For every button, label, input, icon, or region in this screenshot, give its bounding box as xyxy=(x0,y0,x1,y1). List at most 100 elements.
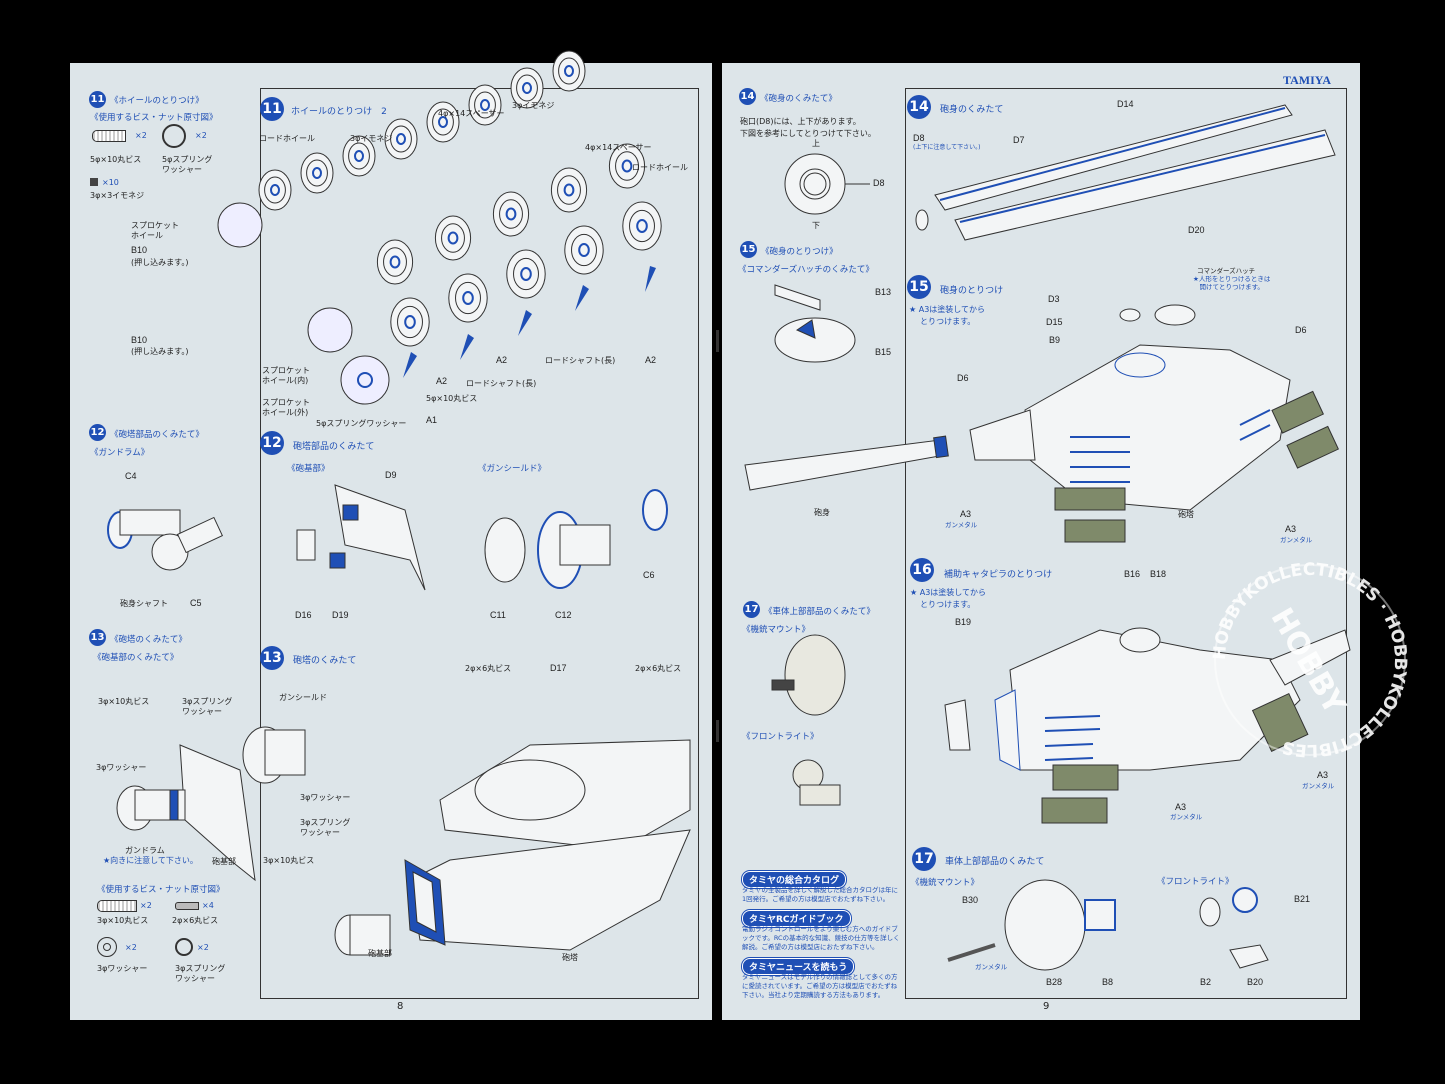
hardware-name: 3φスプリング ワッシャー xyxy=(175,964,226,983)
hardware-label: 3φスプリング ワッシャー xyxy=(182,697,233,716)
step-subtitle: 《砲基部》 xyxy=(287,464,330,474)
tamiya-news-heading: タミヤニュースを読もう xyxy=(742,958,855,975)
track-position-lines xyxy=(1070,409,1271,483)
callout: 砲基部 xyxy=(368,949,392,958)
gun-drum xyxy=(107,509,224,571)
hardware-name: 2φ×6丸ビス xyxy=(172,916,219,925)
road-wheel-diagram xyxy=(258,50,662,347)
track-position-lines xyxy=(1044,715,1101,761)
caution-note: ★向きに注意して下さい。 xyxy=(103,856,198,865)
step-title: 砲身のくみたて xyxy=(940,105,1004,115)
right-main-frame xyxy=(905,88,1347,999)
step-badge: 11 xyxy=(260,97,284,121)
callout: ロードホイール xyxy=(259,134,315,143)
qty: ×10 xyxy=(102,178,119,187)
callout: 3φワッシャー xyxy=(300,793,351,802)
part-label: B8 xyxy=(1102,977,1114,987)
part-label: D3 xyxy=(1048,294,1060,304)
road-wheel xyxy=(621,159,633,173)
part-label: A2 xyxy=(645,355,657,365)
washer-icon xyxy=(97,937,117,957)
callout: 3φスプリング ワッシャー xyxy=(300,818,351,837)
road-wheel xyxy=(636,219,648,233)
step-title: 《ホイールのとりつけ》 xyxy=(110,96,204,106)
gun-base-assembly xyxy=(116,726,306,882)
mg-mount-assembly xyxy=(947,879,1116,971)
screw-icon xyxy=(97,900,137,912)
part-label: 砲身シャフト xyxy=(120,599,168,608)
spring-washer-icon xyxy=(175,938,193,956)
qty: ×2 xyxy=(197,943,209,952)
qty: ×2 xyxy=(135,131,147,140)
road-wheel xyxy=(270,184,280,196)
callout: 4φ×14スペーサー xyxy=(585,143,652,152)
callout: スプロケット ホイール(外) xyxy=(262,398,310,417)
spare-track-links xyxy=(1054,390,1340,543)
step-badge: 17 xyxy=(912,847,936,871)
catalog-text: タミヤの全製品を詳しく解説した総合カタログは年に1回発行。ご希望の方は模型店でお… xyxy=(742,886,898,903)
step-title: ホイールのとりつけ 2 xyxy=(291,107,387,117)
callout: コマンダーズハッチ xyxy=(1197,267,1256,275)
road-wheel xyxy=(505,207,517,221)
step-badge: 15 xyxy=(907,275,931,299)
step-title: 砲塔部品のくみたて xyxy=(293,442,375,452)
gun-barrel xyxy=(915,104,1336,241)
step-badge: 14 xyxy=(739,88,756,105)
part-label: C12 xyxy=(555,610,572,620)
part-label: D8 xyxy=(913,133,925,143)
part-label: B21 xyxy=(1294,894,1311,904)
qty: ×4 xyxy=(202,901,214,910)
part-label: B28 xyxy=(1046,977,1063,987)
part-label: D6 xyxy=(1295,325,1307,335)
callout: 3φイモネジ xyxy=(350,134,393,143)
page-number: 8 xyxy=(397,1001,404,1012)
part-label: B30 xyxy=(962,895,979,905)
turret-assembly xyxy=(334,739,691,956)
step-subtitle: 《機銃マウント》 xyxy=(911,878,980,888)
sprocket-wheel xyxy=(217,202,390,405)
note: とりつけます。 xyxy=(920,600,976,609)
gun-base-plate xyxy=(296,484,426,591)
callout: 5φ×10丸ビス xyxy=(426,394,478,403)
road-wheel xyxy=(522,82,532,94)
orientation-top: 上 xyxy=(812,139,820,148)
paint-color: ガンメタル xyxy=(1280,536,1313,544)
part-label: D14 xyxy=(1117,99,1134,109)
front-light-assembly xyxy=(1199,887,1269,969)
part-label: D20 xyxy=(1188,225,1205,235)
step-subtitle: 《コマンダーズハッチのくみたて》 xyxy=(738,265,874,275)
instruction-text: 砲口(D8)には、上下があります。 xyxy=(740,117,861,126)
step-badge: 13 xyxy=(89,629,106,646)
step-badge: 13 xyxy=(260,646,284,670)
road-wheel xyxy=(312,167,322,179)
tamiya-news-text: タミヤニュースはモデル作りの情報誌として多くの方に愛読されています。ご希望の方は… xyxy=(742,973,898,999)
part-label: D7 xyxy=(1013,135,1025,145)
part-label: 砲基部 xyxy=(212,857,236,866)
part-label: A3 xyxy=(1175,802,1187,812)
fixing-marks xyxy=(403,266,656,378)
part-label: B10 xyxy=(131,245,148,255)
step-subtitle: 《機銃マウント》 xyxy=(742,625,811,635)
callout: ロードシャフト(長) xyxy=(466,379,537,388)
rc-guidebook-text: 電動ラジオコントロールをより楽しむ方へのガイドブックです。RCの基本的な知識、競… xyxy=(742,925,900,951)
callout: スプロケット ホイール xyxy=(131,221,179,240)
catalog-heading: タミヤの総合カタログ xyxy=(742,871,847,888)
road-wheel xyxy=(578,243,590,257)
callout: 砲塔 xyxy=(562,953,578,962)
part-label: A3 xyxy=(960,509,972,519)
caution-note: ★人形をとりつけるときは 開けてとりつけます。 xyxy=(1193,275,1271,291)
part-label: A1 xyxy=(426,415,438,425)
muzzle-brake-diagram xyxy=(784,153,870,215)
turret-with-gun xyxy=(744,304,1291,511)
note: とりつけます。 xyxy=(920,317,976,326)
hardware-name: 5φ×10丸ビス xyxy=(90,155,142,164)
road-wheel xyxy=(480,99,490,111)
part-label: A2 xyxy=(496,355,508,365)
screw-icon xyxy=(175,902,199,910)
step-title: 砲塔のくみたて xyxy=(293,656,357,666)
part-label: C6 xyxy=(643,570,655,580)
step-title: 砲身のとりつけ xyxy=(940,286,1004,296)
part-label: A3 xyxy=(1285,524,1297,534)
gun-shield xyxy=(484,489,668,589)
paint-color: ガンメタル xyxy=(975,963,1008,971)
